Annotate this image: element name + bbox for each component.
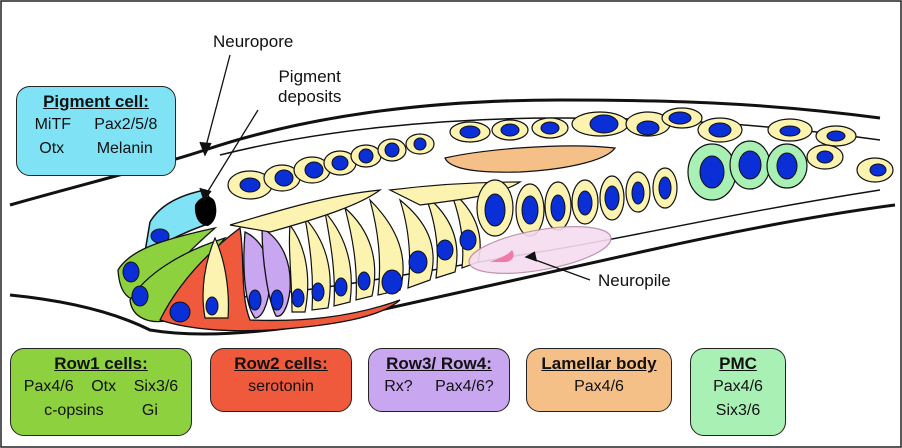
row1-marker-six36: Six3/6 — [134, 375, 178, 399]
pmc-box: PMC Pax4/6 Six3/6 — [690, 348, 786, 436]
neuropile-label: Neuropile — [598, 271, 671, 291]
row3-row4-box: Row3/ Row4: Rx? Pax4/6? — [368, 348, 510, 412]
marker-pax258: Pax2/5/8 — [94, 113, 157, 137]
row1-marker-pax46: Pax4/6 — [24, 375, 74, 399]
pmc-marker-six36: Six3/6 — [691, 399, 785, 423]
row2-title: Row2 cells: — [211, 353, 351, 375]
row1-cells-box: Row1 cells: Pax4/6 Otx Six3/6 c-opsins G… — [10, 348, 192, 436]
row3-row4-cells — [244, 228, 290, 318]
nucleus — [170, 302, 190, 322]
row1-title: Row1 cells: — [11, 353, 191, 375]
neuropore-label: Neuropore — [213, 32, 293, 52]
marker-mitf: MiTF — [35, 113, 71, 137]
pigment-cell-title: Pigment cell: — [17, 91, 175, 113]
pmc-marker-pax46: Pax4/6 — [691, 375, 785, 399]
pigment-deposits-line2: deposits — [278, 87, 341, 107]
pigment-deposits-line1: Pigment — [278, 67, 341, 87]
row1-marker-gi: Gi — [142, 399, 158, 423]
row34-marker-rx: Rx? — [384, 375, 412, 399]
pigment-deposits-label: Pigment deposits — [278, 67, 341, 107]
row1-marker-otx: Otx — [91, 375, 116, 399]
row3-row4-title: Row3/ Row4: — [369, 353, 509, 375]
pmc-title: PMC — [691, 353, 785, 375]
lamellar-body-box: Lamellar body Pax4/6 — [526, 348, 672, 412]
lamellar-marker-pax46: Pax4/6 — [527, 375, 671, 399]
row34-marker-pax46: Pax4/6? — [435, 375, 494, 399]
row2-cells-box: Row2 cells: serotonin — [210, 348, 352, 412]
row1-marker-copsins: c-opsins — [44, 399, 104, 423]
marker-otx: Otx — [39, 137, 64, 161]
pigment-cell-box: Pigment cell: MiTF Pax2/5/8 Otx Melanin — [16, 86, 176, 176]
row2-marker-serotonin: serotonin — [211, 375, 351, 399]
lamellar-body — [445, 146, 615, 172]
pmc-cells — [688, 141, 807, 200]
marker-melanin: Melanin — [97, 137, 153, 161]
lamellar-title: Lamellar body — [527, 353, 671, 375]
